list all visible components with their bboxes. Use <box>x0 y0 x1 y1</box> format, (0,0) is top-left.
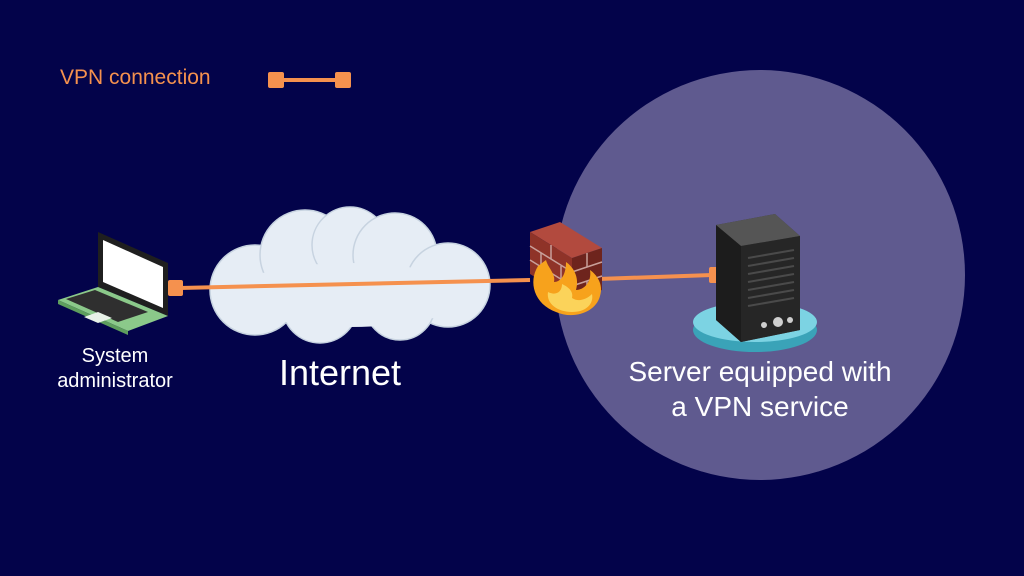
admin-label-line1: System <box>81 345 149 367</box>
server-label: Server equipped with a VPN service <box>590 354 930 424</box>
legend-vpn-line <box>268 72 351 88</box>
internet-label: Internet <box>278 352 402 393</box>
laptop-icon <box>58 232 168 335</box>
cloud-icon <box>209 206 491 344</box>
admin-label-line2: administrator <box>57 370 173 392</box>
server-label-line2: a VPN service <box>671 391 849 422</box>
server-icon <box>693 214 817 352</box>
legend-label: VPN connection <box>60 66 211 89</box>
admin-label: System administrator <box>30 344 200 394</box>
firewall-icon <box>529 222 603 316</box>
server-label-line1: Server equipped with <box>628 356 892 387</box>
vpn-connection-line <box>168 267 719 296</box>
